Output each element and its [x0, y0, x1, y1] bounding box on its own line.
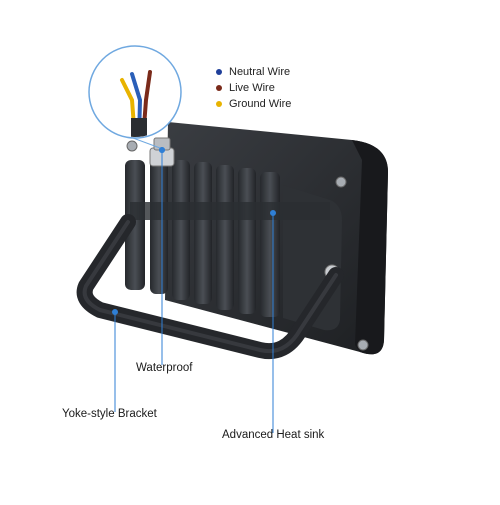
callout-heatsink: Advanced Heat sink: [222, 429, 325, 441]
legend-item-ground: Ground Wire: [216, 96, 291, 112]
wire-zoom-inset: [88, 45, 182, 149]
ground-dot-icon: [216, 101, 222, 107]
legend-item-neutral: Neutral Wire: [216, 64, 291, 80]
live-dot-icon: [216, 85, 222, 91]
wire-legend: Neutral Wire Live Wire Ground Wire: [216, 64, 291, 112]
callout-bracket: Yoke-style Bracket: [62, 408, 157, 420]
neutral-dot-icon: [216, 69, 222, 75]
legend-label: Live Wire: [229, 82, 275, 94]
legend-label: Neutral Wire: [229, 66, 291, 78]
callout-lines: [112, 147, 276, 433]
legend-label: Ground Wire: [229, 98, 292, 110]
legend-item-live: Live Wire: [216, 80, 291, 96]
yoke-bracket: [76, 214, 344, 359]
callout-waterproof: Waterproof: [136, 362, 193, 374]
